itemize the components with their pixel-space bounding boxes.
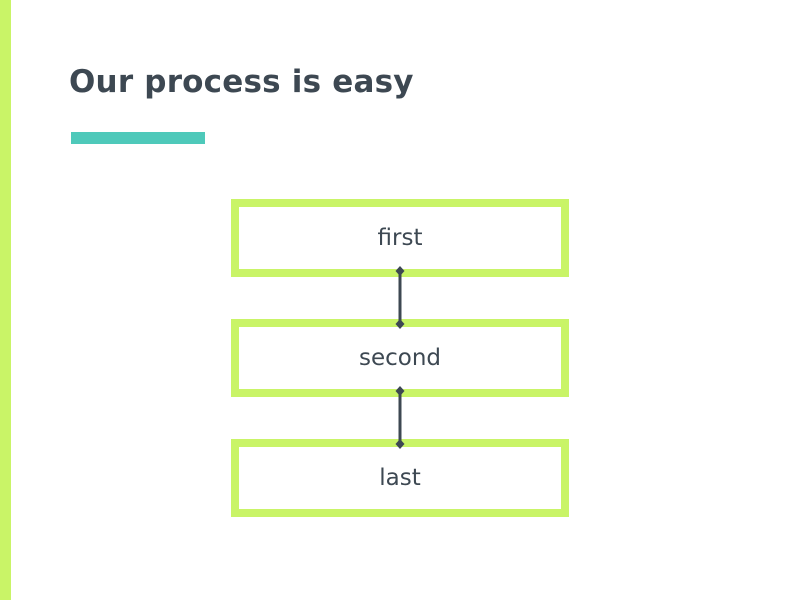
step-box-second: second [231,319,569,397]
step-box-last: last [231,439,569,517]
title-underline [71,132,205,144]
left-accent-bar [0,0,11,600]
step-box-first: first [231,199,569,277]
slide-title: Our process is easy [69,64,414,100]
